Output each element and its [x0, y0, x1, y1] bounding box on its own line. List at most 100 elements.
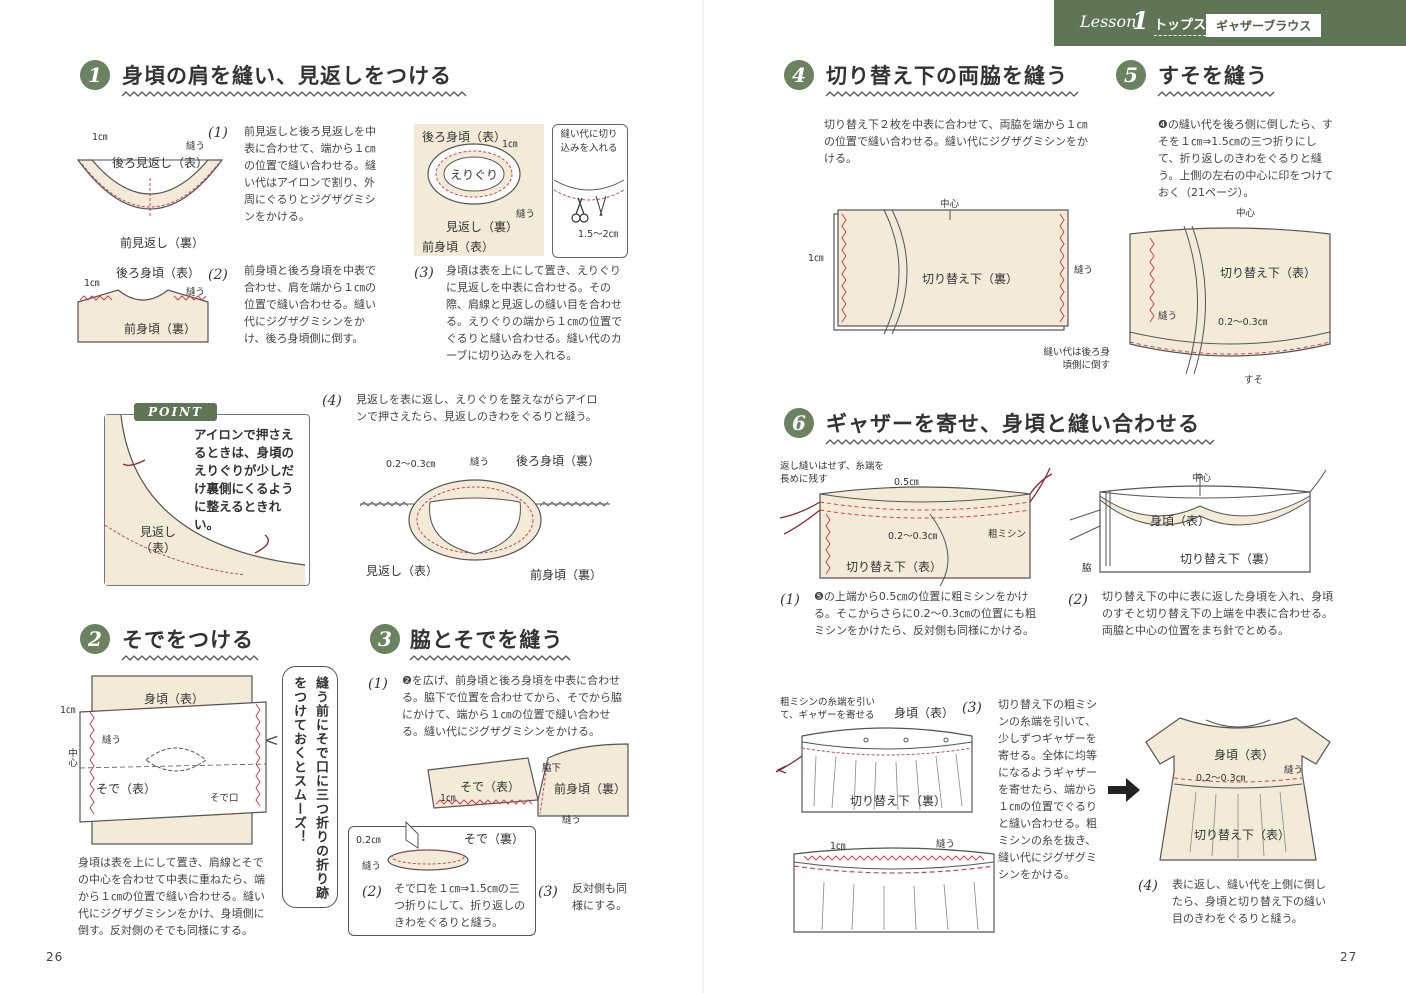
step-3-side-seam-diagram — [427, 743, 629, 817]
s3-p2-number: (2) — [362, 884, 382, 900]
s4-cm-label: 1㎝ — [808, 253, 824, 264]
s5-cm-label: 0.2～0.3㎝ — [1218, 317, 1268, 328]
fig2-front-label: 前身頃（裏） — [124, 322, 197, 336]
s6-fig1-cm1-label: 0.5㎝ — [894, 477, 919, 488]
fig1-front-facing-label: 前見返し（裏） — [120, 236, 205, 250]
step-3-cuff-diagram — [387, 820, 469, 871]
fig-s3-front-label: 前身頃（裏） — [554, 782, 627, 796]
s2-text: 身頃は表を上にして置き、肩線とそでの中心を合わせて中表に重ねたら、端から１㎝の位… — [78, 856, 265, 937]
s6-fig5-cm-label: 0.2～0.3㎝ — [1196, 773, 1246, 784]
fig2-cm-label: 1㎝ — [84, 278, 100, 289]
s2-tip-bubble — [282, 666, 338, 908]
s6-fig2-side-label: 脇 — [1082, 563, 1092, 574]
step-6-title: ギャザーを寄せ、身頃と縫い合わせる — [826, 412, 1200, 436]
fig4-back-label: 後ろ身頃（裏） — [516, 454, 601, 468]
fig3-range-label: 1.5～2㎝ — [578, 229, 619, 240]
right-arrow-icon — [1108, 778, 1140, 802]
step-6-gathering-diagram — [775, 727, 973, 813]
step-1-zigzag-underline — [121, 91, 467, 97]
s5-hem-label: すそ — [1244, 375, 1264, 386]
s6-fig2-panel-label: 切り替え下（裏） — [1180, 552, 1277, 566]
s3-p2-text: そで口を１㎝⇒1.5㎝の三つ折りにして、折り返しのきわをぐるりと縫う。 — [394, 882, 526, 929]
s4-text: 切り替え下２枚を中表に合わせて、両脇を端から１㎝の位置で縫い合わせる。縫い代にジ… — [824, 118, 1088, 165]
fig-s3-sleeve-label: そで（表） — [460, 780, 521, 794]
step-6-pinning-diagram — [1069, 469, 1327, 573]
s3-p3-text: 反対側も同様にする。 — [572, 882, 628, 912]
step-2-title: そでをつける — [122, 628, 254, 652]
fig4-facing-label: 見返し（表） — [366, 564, 439, 578]
step-5-hem-diagram — [1129, 225, 1331, 375]
s6-fig2-body-label: 身頃（表） — [1150, 514, 1211, 528]
s1-p1-number: (1) — [208, 125, 228, 141]
fig1-back-facing-label: 後ろ見返し（表） — [112, 156, 209, 170]
s6-fig1-panel-label: 切り替え下（表） — [846, 560, 943, 574]
s6-fig5-sew-label: 縫う — [1284, 765, 1304, 776]
s1-p3-number: (3) — [414, 265, 434, 281]
s5-center-label: 中心 — [1236, 208, 1256, 219]
fig-s2-body-label: 身頃（表） — [144, 692, 205, 706]
s1-p1-text: 前見返しと後ろ見返しを中表に合わせて、端から１㎝の位置で縫い合わせる。縫い代はア… — [244, 125, 376, 223]
step-5-zigzag-underline — [1157, 91, 1275, 97]
s3-p3-number: (3) — [538, 884, 558, 900]
s4-panel-label: 切り替え下（裏） — [922, 272, 1019, 286]
s6-fig4-cm-label: 1㎝ — [830, 841, 846, 852]
lesson-header-tab: Lesson 1 トップス ギャザーブラウス — [1054, 0, 1406, 46]
step-3-number: 3 — [370, 624, 400, 654]
s6-fig3-note: 粗ミシンの糸端を引いて、ギャザーを寄せる — [780, 697, 876, 721]
s6-p2-number: (2) — [1068, 592, 1088, 608]
fig1-sew-label: 縫う — [186, 141, 206, 152]
step-5-number: 5 — [1116, 60, 1146, 90]
point-text: アイロンで押さえるときは、身頃のえりぐりが少しだけ裏側にくるように整えるときれい… — [194, 427, 295, 532]
fig2-back-label: 後ろ身頃（表） — [116, 266, 201, 280]
fig-s3-sew-label: 縫う — [562, 815, 582, 826]
s6-fig4-sew-label: 縫う — [936, 839, 956, 850]
s5-text: ❹の縫い代を後ろ側に倒したら、すそを１㎝⇒1.5㎝の三つ折りにして、折り返しのき… — [1158, 118, 1334, 199]
fig3-sew-label: 縫う — [516, 209, 536, 220]
scissors-icon — [553, 179, 625, 223]
step-1-neckline-diagram — [427, 143, 521, 205]
s6-p1-number: (1) — [780, 592, 800, 608]
s6-fig5-panel-label: 切り替え下（表） — [1194, 828, 1291, 842]
s1-p2-text: 前身頃と後ろ身頃を中表で合わせ、肩を端から１㎝の位置で縫い合わせる。縫い代にジグ… — [244, 264, 376, 345]
step-3-zigzag-underline — [409, 655, 571, 661]
fig2-sew-label: 縫う — [186, 287, 206, 298]
step-2-number: 2 — [80, 624, 110, 654]
fig-s3-cuff-sleeve-label: そで（裏） — [464, 832, 525, 846]
page-gutter — [702, 0, 704, 993]
step-1-finished-neckline-diagram — [359, 479, 610, 561]
fig4-sew-label: 縫う — [470, 457, 490, 468]
s3-p1-text: ❷を広げ、前身頃と後ろ身頃を中表に合わせる。脇下で位置を合わせてから、そでから脇… — [402, 674, 622, 738]
step-4-lower-panel-diagram — [833, 209, 1069, 335]
fig-s2-center-label: 中心 — [66, 748, 77, 767]
fig3-cm-label: 1㎝ — [502, 139, 518, 150]
s6-fig5-body-label: 身頃（表） — [1214, 748, 1275, 762]
s4-center-label: 中心 — [940, 199, 960, 210]
s5-panel-label: 切り替え下（表） — [1220, 266, 1317, 280]
point-tag: POINT — [134, 403, 217, 421]
tip-pointer-icon: < — [264, 730, 280, 751]
fig3-front-label: 前身頃（表） — [422, 240, 495, 254]
fig-s3-cuff-sew-label: 縫う — [362, 861, 382, 872]
step-6-basting-diagram — [779, 467, 1053, 587]
fig3-facing-label: 見返し（裏） — [446, 220, 519, 234]
point-illustration — [104, 414, 306, 585]
s5-sew-label: 縫う — [1158, 311, 1178, 322]
fig1-cm-label: 1㎝ — [92, 132, 108, 143]
fig4-cm-label: 0.2～0.3㎝ — [386, 459, 436, 470]
s1-p2-number: (2) — [208, 267, 228, 283]
s1-p3-text: 身頃は表を上にして置き、えりぐりに見返しを中表に合わせる。その際、肩線と見返しの… — [446, 264, 622, 362]
s6-fig3-panel-label: 切り替え下（裏） — [850, 794, 947, 808]
fig-s2-sew-label: 縫う — [102, 735, 122, 746]
step-5-title: すそを縫う — [1158, 64, 1268, 88]
s1-p4-number: (4) — [322, 393, 342, 409]
s6-fig1-coarse-label: 粗ミシン — [988, 529, 1027, 540]
step-1-facing-diagram — [76, 159, 224, 218]
point-box — [104, 414, 310, 586]
lesson-category: トップス — [1154, 14, 1207, 36]
fig3-neck-label: えりぐり — [450, 168, 499, 182]
s3-cuff-box — [348, 826, 536, 936]
step-6-finished-blouse-diagram — [1145, 717, 1331, 861]
fig-s2-sleeve-label: そで（表） — [96, 782, 157, 796]
step-3-title: 脇とそでを縫う — [410, 628, 564, 652]
s4-sew-label: 縫う — [1074, 265, 1094, 276]
